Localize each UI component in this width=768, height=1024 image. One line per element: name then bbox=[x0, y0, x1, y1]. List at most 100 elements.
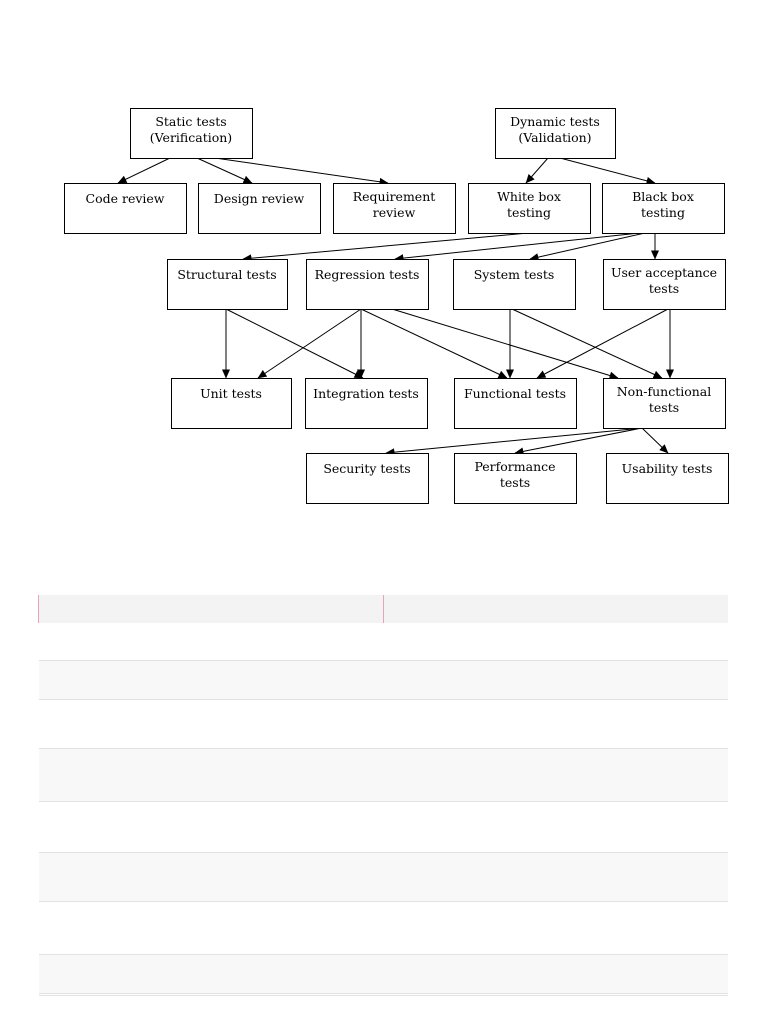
edge-blackbox-to-regression bbox=[394, 232, 641, 263]
table-cell bbox=[38, 660, 384, 700]
edge-regression-to-functional bbox=[360, 308, 508, 379]
diagram-nodes: Static tests(Verification)Dynamic tests(… bbox=[64, 108, 729, 504]
node-box bbox=[306, 259, 429, 310]
node-box bbox=[468, 183, 591, 234]
edge-static-to-design bbox=[196, 157, 253, 184]
table-cell bbox=[383, 699, 728, 749]
node-label: review bbox=[373, 205, 416, 220]
edge-dynamic-to-blackbox bbox=[559, 157, 656, 185]
node-label: Functional tests bbox=[464, 386, 566, 401]
table-row bbox=[38, 901, 728, 955]
node-label: Design review bbox=[214, 191, 305, 206]
node-dynamic: Dynamic tests(Validation) bbox=[495, 108, 616, 159]
node-label: tests bbox=[649, 281, 679, 296]
node-box bbox=[495, 108, 616, 159]
table-cell bbox=[38, 993, 384, 996]
table-header-row bbox=[38, 595, 728, 623]
node-regression: Regression tests bbox=[306, 259, 429, 310]
table-cell bbox=[383, 801, 728, 853]
node-label: Non-functional bbox=[617, 384, 712, 399]
node-label: Requirement bbox=[353, 189, 436, 204]
node-label: Integration tests bbox=[313, 386, 419, 401]
table-cell bbox=[383, 748, 728, 802]
edge-nonfunctional-to-security bbox=[385, 427, 643, 457]
node-box bbox=[333, 183, 456, 234]
node-box bbox=[603, 259, 726, 310]
node-label: Performance bbox=[474, 459, 555, 474]
edge-static-to-requirement bbox=[214, 157, 389, 186]
table-cell bbox=[38, 748, 384, 802]
node-box bbox=[305, 378, 428, 429]
node-label: Dynamic tests bbox=[510, 114, 600, 129]
node-unit: Unit tests bbox=[171, 378, 292, 429]
node-box bbox=[606, 453, 729, 504]
node-label: White box bbox=[497, 189, 561, 204]
table-cell bbox=[383, 954, 728, 994]
node-box bbox=[64, 183, 187, 234]
edge-structural-to-integration bbox=[225, 308, 364, 379]
table-row bbox=[38, 954, 728, 994]
node-static: Static tests(Verification) bbox=[130, 108, 253, 159]
edge-dynamic-to-whitebox bbox=[525, 157, 549, 184]
table-cell bbox=[383, 660, 728, 700]
table-cell bbox=[383, 901, 728, 955]
node-label: testing bbox=[641, 205, 685, 220]
node-box bbox=[167, 259, 288, 310]
edge-regression-to-unit bbox=[257, 308, 362, 379]
table-row bbox=[38, 748, 728, 802]
edge-uat-to-functional bbox=[536, 308, 669, 379]
node-label: Regression tests bbox=[315, 267, 420, 282]
node-box bbox=[198, 183, 321, 234]
table-header-cell bbox=[38, 595, 384, 623]
node-label: User acceptance bbox=[611, 265, 717, 280]
node-box bbox=[453, 259, 576, 310]
node-structural: Structural tests bbox=[167, 259, 288, 310]
edge-system-to-nonfunctional bbox=[511, 308, 663, 379]
node-integration: Integration tests bbox=[305, 378, 428, 429]
node-label: System tests bbox=[474, 267, 555, 282]
node-usability: Usability tests bbox=[606, 453, 729, 504]
node-box bbox=[603, 378, 726, 429]
edge-static-to-code bbox=[117, 157, 171, 184]
edge-nonfunctional-to-usability bbox=[641, 427, 669, 454]
table-row bbox=[38, 801, 728, 853]
edge-whitebox-to-structural bbox=[242, 232, 529, 263]
node-design: Design review bbox=[198, 183, 321, 234]
table-cell bbox=[383, 623, 728, 661]
node-box bbox=[306, 453, 429, 504]
node-label: (Verification) bbox=[150, 130, 232, 145]
table-row bbox=[38, 660, 728, 700]
testing-types-diagram: Static tests(Verification)Dynamic tests(… bbox=[64, 108, 729, 504]
table-cell bbox=[38, 954, 384, 994]
table-header-cell bbox=[382, 595, 728, 623]
node-system: System tests bbox=[453, 259, 576, 310]
table-row bbox=[38, 852, 728, 902]
node-label: testing bbox=[507, 205, 551, 220]
node-label: Code review bbox=[86, 191, 165, 206]
node-code: Code review bbox=[64, 183, 187, 234]
table-row bbox=[38, 699, 728, 749]
table-cell bbox=[38, 801, 384, 853]
node-label: Black box bbox=[632, 189, 694, 204]
node-functional: Functional tests bbox=[454, 378, 577, 429]
table-cell bbox=[383, 993, 728, 996]
node-label: Usability tests bbox=[622, 461, 713, 476]
table-cell bbox=[38, 699, 384, 749]
node-label: Structural tests bbox=[177, 267, 276, 282]
node-label: Unit tests bbox=[200, 386, 262, 401]
node-box bbox=[454, 378, 577, 429]
edge-nonfunctional-to-performance bbox=[514, 427, 643, 456]
table-body bbox=[38, 623, 728, 996]
edge-blackbox-to-system bbox=[529, 232, 646, 262]
table-cell bbox=[383, 852, 728, 902]
table-row bbox=[38, 993, 728, 996]
node-box bbox=[602, 183, 725, 234]
node-label: Static tests bbox=[155, 114, 226, 129]
node-security: Security tests bbox=[306, 453, 429, 504]
node-box bbox=[130, 108, 253, 159]
